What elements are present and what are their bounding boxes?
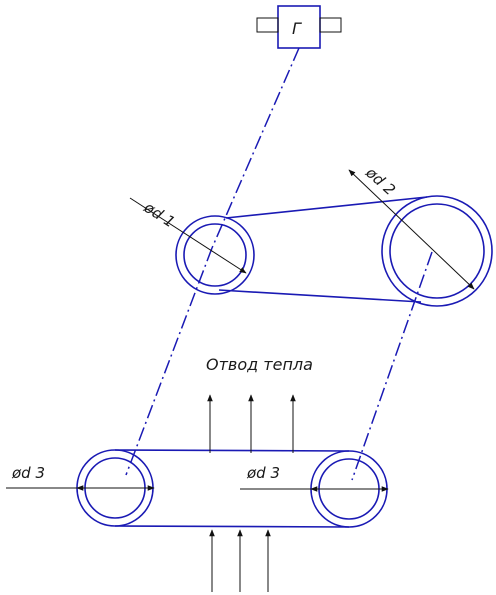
generator: Г — [256, 5, 342, 49]
pulley-large-top-outer — [381, 195, 493, 307]
pulley-small-top — [175, 215, 255, 295]
belt-top-upper — [225, 196, 428, 219]
centerline-top-to-bottom-left — [125, 247, 213, 476]
belt-top-lower — [218, 289, 422, 303]
centerline-top-to-bottom-right — [351, 251, 433, 481]
heat-up-arrows — [207, 394, 296, 453]
belt-bottom-lower — [114, 525, 350, 528]
dimension-d2-line — [348, 169, 475, 290]
dimension-d1-label: ød 1 — [140, 198, 178, 232]
pulley-large-top-inner — [389, 203, 485, 299]
dimension-d3-left-label: ød 3 — [11, 464, 45, 482]
pulley-small-top-inner — [183, 223, 247, 287]
dimension-d2: ød 2 — [348, 163, 475, 290]
pulley-large-top — [381, 195, 493, 307]
dimension-d3-right: ød 3 — [240, 464, 389, 492]
centerline-generator-to-top — [211, 47, 300, 249]
generator-label: Г — [292, 19, 302, 38]
heat-input-arrows — [209, 529, 271, 592]
generator-left-terminal — [256, 17, 279, 33]
belt-bottom-upper — [114, 449, 350, 452]
generator-right-terminal — [319, 17, 342, 33]
dimension-d1-line — [129, 197, 247, 274]
dimension-d3-right-label: ød 3 — [246, 464, 280, 482]
heat-removal-label: Отвод тепла — [206, 355, 313, 374]
pulley-small-top-outer — [175, 215, 255, 295]
dimension-d2-label: ød 2 — [362, 163, 399, 199]
dimension-d3-left: ød 3 — [6, 464, 155, 491]
